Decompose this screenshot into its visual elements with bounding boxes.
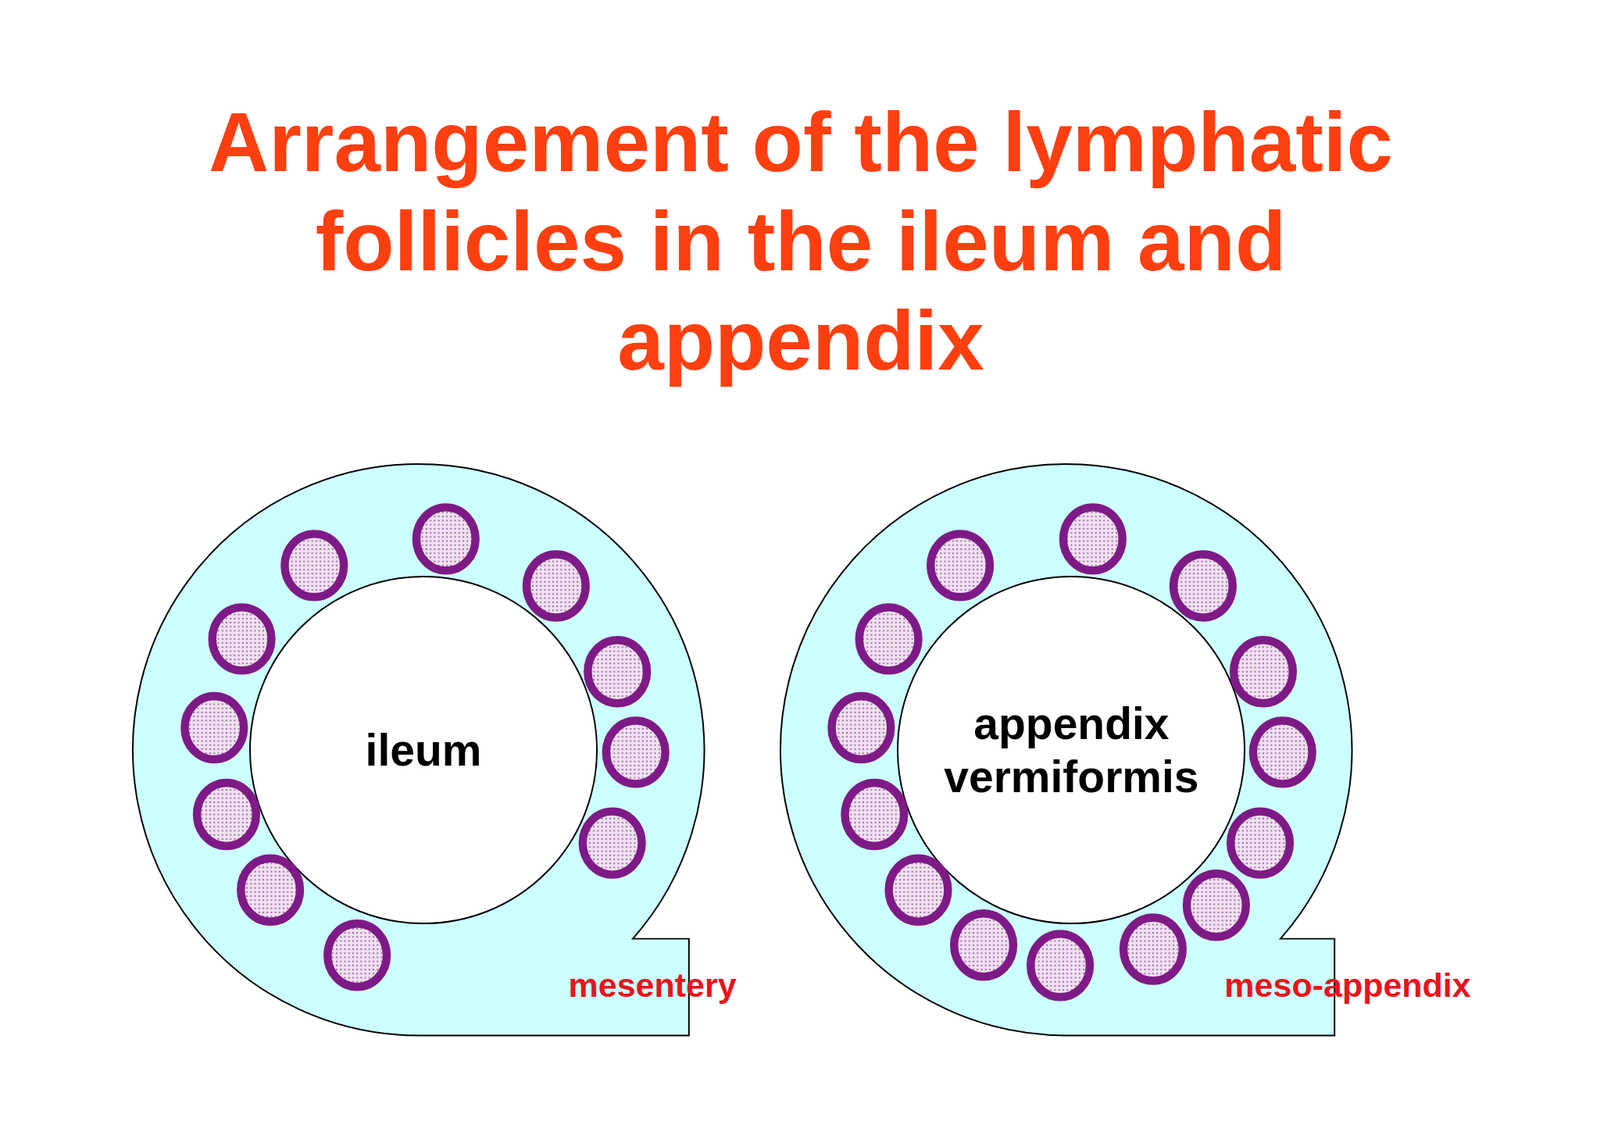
mesoappendix-region: meso-appendixappendix vermiformis bbox=[780, 464, 1352, 1036]
node-outline bbox=[897, 576, 1245, 924]
lumen-circle: appendix vermiformis bbox=[897, 576, 1245, 924]
mesentery-region: mesenteryileum bbox=[132, 464, 704, 1036]
region-label: meso-appendix bbox=[1224, 965, 1551, 1005]
lumen-circle: ileum bbox=[250, 576, 597, 924]
organ-label: ileum bbox=[250, 576, 597, 924]
region-label: mesentery bbox=[567, 965, 875, 1005]
diagram-title: Arrangement of the lymphatic follicles i… bbox=[160, 92, 1442, 391]
lumen-outline bbox=[250, 576, 597, 924]
mesentery-shape bbox=[132, 464, 704, 1036]
organ-label: appendix vermiformis bbox=[897, 576, 1245, 924]
lumen-outline bbox=[897, 576, 1245, 924]
mesentery-shape bbox=[780, 464, 1352, 1036]
